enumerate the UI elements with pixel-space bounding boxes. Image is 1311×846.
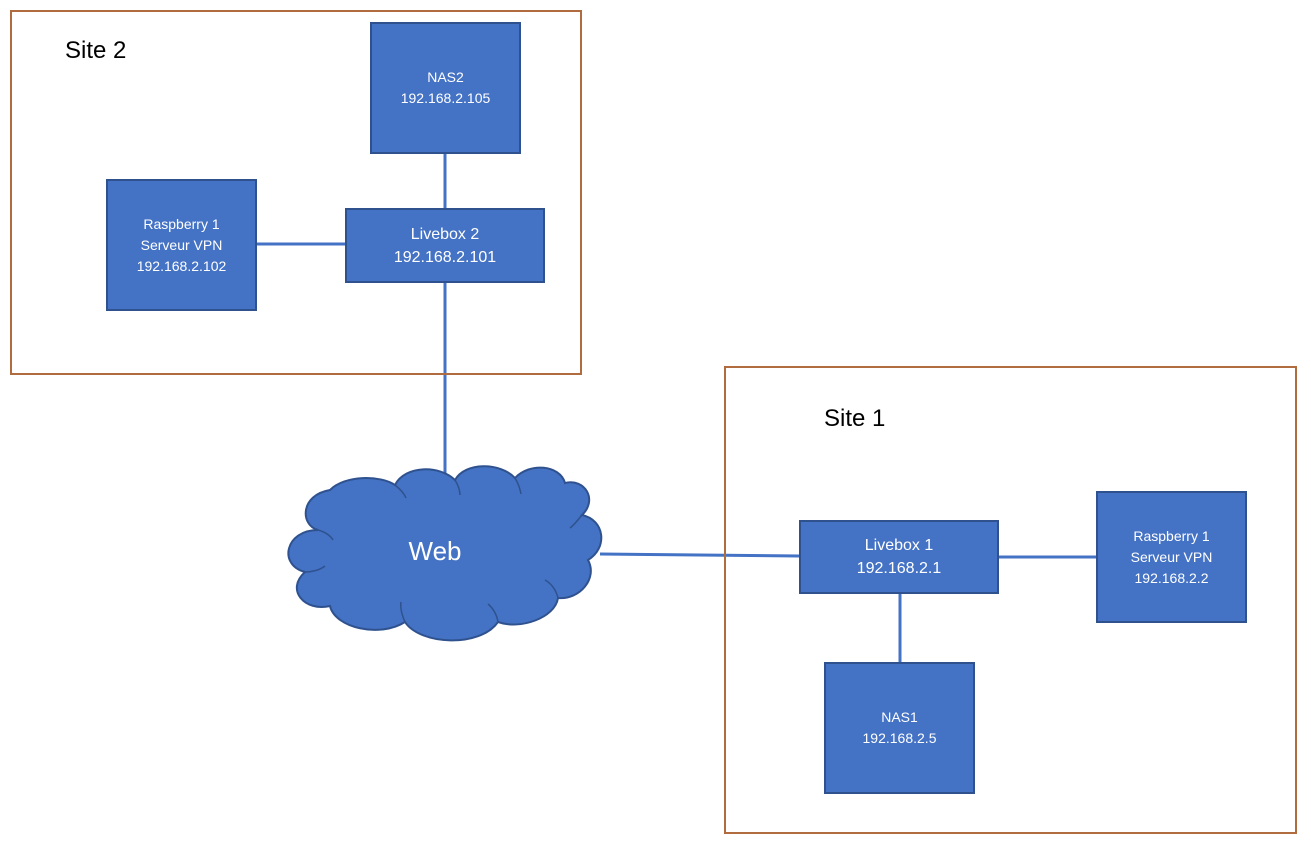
raspberry1-role: Serveur VPN	[1130, 548, 1213, 565]
nas1-ip: 192.168.2.5	[862, 730, 937, 746]
link-web-livebox1	[599, 552, 801, 558]
nas2-name: NAS2	[427, 69, 464, 85]
livebox1-ip: 192.168.2.1	[856, 560, 942, 577]
livebox1-node[interactable]: Livebox 1 192.168.2.1	[799, 520, 999, 594]
nas2-node[interactable]: NAS2 192.168.2.105	[370, 22, 521, 154]
site-1-frame	[724, 366, 1297, 834]
nas1-node[interactable]: NAS1 192.168.2.5	[824, 662, 975, 794]
site-2-frame	[10, 10, 582, 375]
raspberry2-role: Serveur VPN	[140, 236, 223, 253]
raspberry1-node[interactable]: Raspberry 1 Serveur VPN 192.168.2.2	[1096, 491, 1247, 623]
nas1-name: NAS1	[881, 709, 918, 725]
nas2-ip: 192.168.2.105	[400, 90, 491, 106]
livebox1-name: Livebox 1	[864, 537, 934, 554]
raspberry1-name: Raspberry 1	[1133, 527, 1210, 544]
site-2-label: Site 2	[65, 37, 127, 64]
raspberry2-node[interactable]: Raspberry 1 Serveur VPN 192.168.2.102	[106, 179, 257, 311]
site-1-label: Site 1	[824, 405, 886, 432]
livebox2-ip: 192.168.2.101	[393, 248, 497, 266]
cloud-icon	[287, 465, 603, 642]
web-cloud-label: Web	[408, 536, 462, 566]
livebox2-name: Livebox 2	[410, 225, 480, 243]
raspberry2-ip: 192.168.2.102	[136, 257, 227, 274]
livebox2-node[interactable]: Livebox 2 192.168.2.101	[345, 208, 545, 283]
raspberry2-name: Raspberry 1	[143, 215, 220, 232]
raspberry1-ip: 192.168.2.2	[1134, 569, 1209, 586]
